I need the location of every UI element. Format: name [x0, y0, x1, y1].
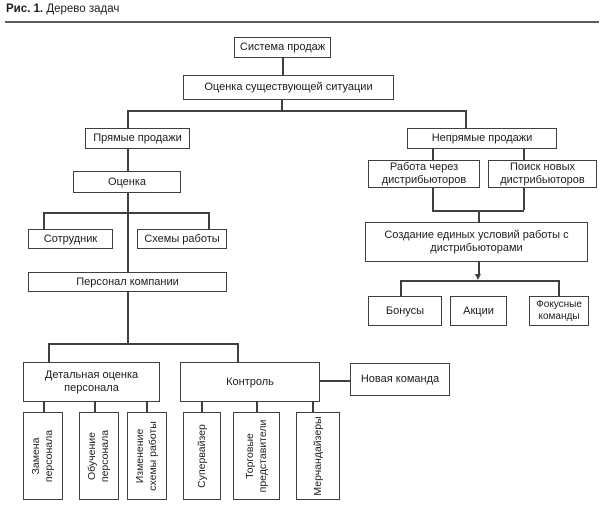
- connector: [43, 212, 45, 229]
- node-work-via-distributors: Работа через дистрибьюторов: [368, 160, 480, 188]
- node-skhemy-raboty: Схемы работы: [137, 229, 227, 249]
- node-label: Акции: [463, 304, 494, 317]
- connector: [478, 210, 480, 222]
- connector: [256, 401, 258, 412]
- figure-caption: Рис. 1. Дерево задач: [6, 3, 119, 15]
- connector: [127, 292, 129, 343]
- node-kontrol: Контроль: [180, 362, 320, 402]
- node-label: Изменение схемы работы: [134, 421, 159, 491]
- connector: [127, 110, 466, 112]
- connector: [282, 58, 284, 75]
- node-fokusnye-komandy: Фокусные команды: [529, 296, 589, 326]
- node-direct-sales: Прямые продажи: [85, 128, 190, 149]
- node-label: Обучение персонала: [86, 429, 111, 483]
- node-edinye-usloviya: Создание единых условий работы с дистриб…: [365, 222, 588, 262]
- connector: [478, 262, 480, 275]
- node-label: Оценка существующей ситуации: [204, 81, 373, 94]
- node-label: Работа через дистрибьюторов: [381, 161, 467, 186]
- down-arrowhead-icon: [475, 274, 481, 280]
- node-sotrudnik: Сотрудник: [28, 229, 113, 249]
- node-find-new-distributors: Поиск новых дистрибьюторов: [488, 160, 597, 188]
- node-label: Непрямые продажи: [431, 132, 533, 145]
- node-aktsii: Акции: [450, 296, 507, 326]
- connector: [43, 401, 45, 412]
- node-label: Создание единых условий работы с дистриб…: [384, 229, 569, 254]
- node-izmenenie-skhemy: Изменение схемы работы: [127, 412, 167, 500]
- node-merchandaisery: Мерчандайзеры: [296, 412, 340, 500]
- node-label: Супервайзер: [195, 424, 208, 488]
- connector: [523, 149, 525, 160]
- connector: [558, 280, 560, 297]
- connector: [146, 401, 148, 412]
- node-otsenka: Оценка: [73, 171, 181, 193]
- node-label: Сотрудник: [43, 232, 98, 245]
- node-label: Новая команда: [360, 373, 440, 386]
- node-torgovye-predstaviteli: Торговые представители: [233, 412, 280, 500]
- node-indirect-sales: Непрямые продажи: [407, 128, 557, 149]
- node-label: Мерчандайзеры: [311, 416, 324, 496]
- node-label: Оценка: [107, 175, 147, 188]
- node-label: Система продаж: [239, 41, 326, 54]
- figure-caption-title: Дерево задач: [43, 3, 120, 15]
- node-zamena-personala: Замена персонала: [23, 412, 63, 500]
- connector: [465, 110, 467, 128]
- node-label: Схемы работы: [144, 232, 220, 245]
- node-label: Прямые продажи: [93, 132, 182, 145]
- figure-caption-number: Рис. 1.: [6, 3, 44, 15]
- node-novaya-komanda: Новая команда: [350, 363, 450, 396]
- node-bonusy: Бонусы: [368, 296, 442, 326]
- node-label: Контроль: [226, 375, 274, 388]
- node-detalnaya-otsenka: Детальная оценка персонала: [23, 362, 160, 402]
- connector: [432, 188, 434, 210]
- node-personal-kompanii: Персонал компании: [28, 272, 227, 292]
- connector: [208, 212, 210, 229]
- connector: [400, 280, 402, 296]
- node-label: Фокусные команды: [536, 299, 582, 322]
- connector: [281, 100, 283, 110]
- connector: [43, 212, 209, 214]
- connector: [127, 149, 129, 171]
- node-label: Поиск новых дистрибьюторов: [500, 161, 585, 186]
- connector: [127, 110, 129, 128]
- node-label: Замена персонала: [30, 429, 55, 483]
- connector: [400, 280, 559, 282]
- connector: [432, 149, 434, 160]
- connector: [48, 343, 50, 362]
- connector: [320, 380, 350, 382]
- connector: [237, 343, 239, 362]
- connector: [48, 343, 238, 345]
- connector: [312, 401, 314, 412]
- node-obuchenie-personala: Обучение персонала: [79, 412, 119, 500]
- node-label: Персонал компании: [76, 275, 179, 288]
- node-system: Система продаж: [234, 37, 331, 58]
- connector: [94, 401, 96, 412]
- connector: [523, 188, 525, 210]
- node-label: Бонусы: [385, 304, 425, 317]
- node-label: Торговые представители: [243, 419, 269, 493]
- caption-separator: [5, 21, 599, 23]
- node-supervisor: Супервайзер: [183, 412, 221, 500]
- connector: [127, 193, 129, 272]
- node-assessment: Оценка существующей ситуации: [183, 75, 394, 100]
- connector: [201, 401, 203, 412]
- node-label: Детальная оценка персонала: [44, 369, 139, 394]
